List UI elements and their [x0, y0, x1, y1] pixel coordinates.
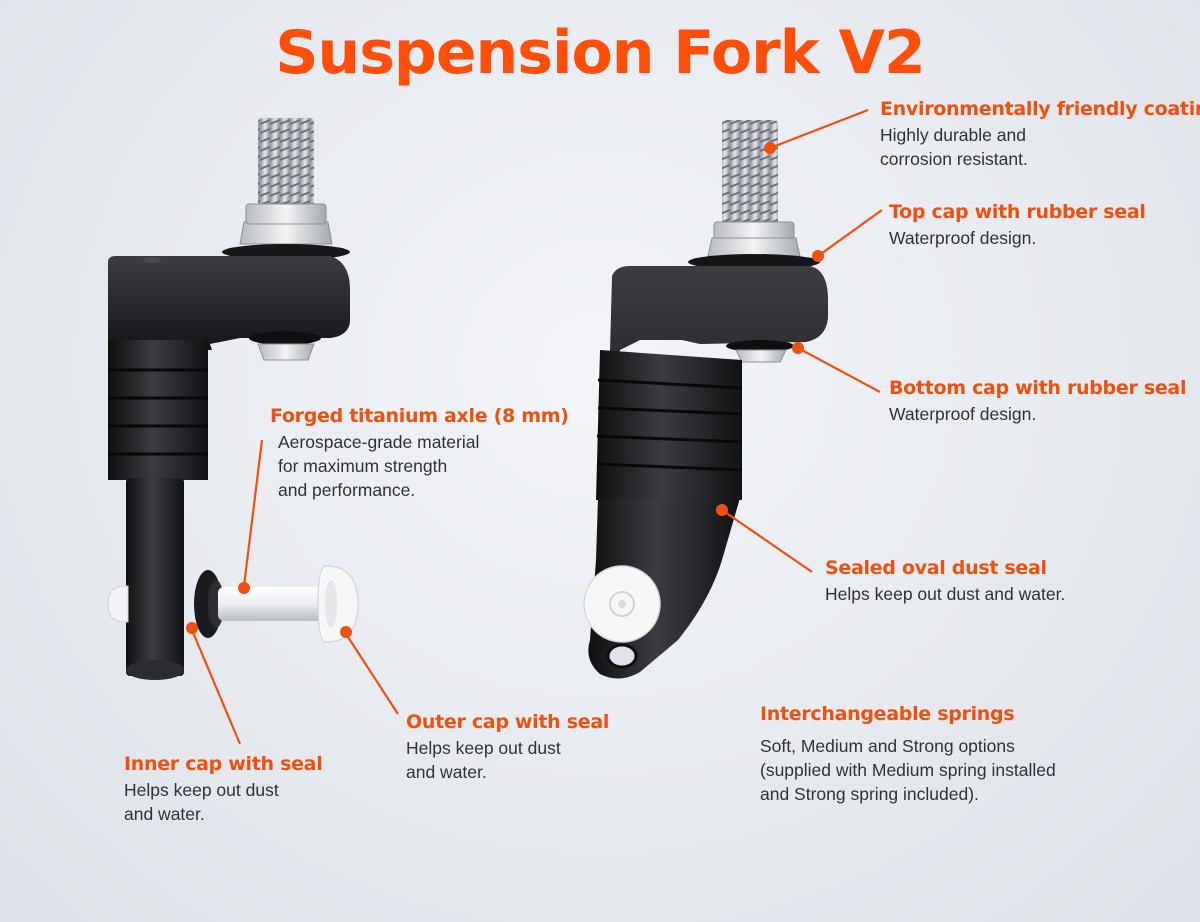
left-bottom-seal — [249, 331, 321, 345]
callout-inner-cap: Inner cap with seal Helps keep out dust … — [124, 752, 323, 826]
callout-title: Inner cap with seal — [124, 753, 323, 775]
callout-desc-line: and Strong spring included). — [760, 784, 979, 804]
callout-springs: Interchangeable springs Soft, Medium and… — [760, 702, 1056, 806]
callout-coating: Environmentally friendly coating Highly … — [880, 97, 1200, 171]
callout-desc-line: Waterproof design. — [889, 228, 1037, 248]
callout-desc-line: Helps keep out dust and water. — [825, 584, 1066, 604]
left-back-cap — [107, 585, 129, 623]
leader-inner-cap — [190, 629, 242, 745]
left-bottom-nut — [257, 343, 315, 361]
page-title: Suspension Fork V2 — [275, 18, 925, 88]
leader-dots — [186, 142, 824, 638]
callout-desc-line: corrosion resistant. — [880, 149, 1028, 169]
callout-desc-line: Highly durable and — [880, 125, 1026, 145]
leader-coating — [769, 108, 869, 150]
dot-inner-cap — [186, 622, 198, 634]
left-outer-cap — [317, 565, 359, 643]
left-spring-body — [108, 340, 208, 480]
right-bottom-seal — [726, 340, 794, 352]
callout-outer-cap: Outer cap with seal Helps keep out dust … — [406, 710, 609, 784]
callout-desc-line: and water. — [406, 762, 487, 782]
right-spring-body — [596, 350, 742, 500]
callout-desc-line: Helps keep out dust — [406, 738, 561, 758]
leader-top-cap — [817, 209, 883, 257]
left-bolt-thread — [258, 118, 314, 218]
callout-title: Top cap with rubber seal — [889, 201, 1146, 223]
callout-desc-line: and performance. — [278, 480, 416, 500]
dot-top-cap — [812, 250, 824, 262]
right-fork — [583, 120, 828, 679]
right-bolt-thread — [722, 120, 778, 232]
callout-title: Interchangeable springs — [760, 703, 1015, 725]
callout-top-cap: Top cap with rubber seal Waterproof desi… — [889, 200, 1146, 250]
callout-bottom-cap: Bottom cap with rubber seal Waterproof d… — [889, 376, 1186, 426]
left-lower-leg — [126, 478, 184, 676]
right-bottom-nut — [735, 349, 787, 363]
callout-title: Environmentally friendly coating — [880, 98, 1200, 120]
callout-dust-seal: Sealed oval dust seal Helps keep out dus… — [825, 556, 1065, 606]
right-top-nut — [707, 237, 801, 257]
dot-bottom-cap — [792, 342, 804, 354]
left-top-arm — [108, 256, 350, 350]
callout-axle: Forged titanium axle (8 mm) Aerospace-gr… — [270, 404, 569, 502]
leader-lines — [190, 108, 883, 745]
callout-desc-line: Helps keep out dust — [124, 780, 279, 800]
left-top-nut — [239, 221, 333, 245]
callout-desc-line: (supplied with Medium spring installed — [760, 760, 1056, 780]
callout-title: Sealed oval dust seal — [825, 557, 1047, 579]
callout-desc-line: and water. — [124, 804, 205, 824]
callout-desc-line: Aerospace-grade material — [278, 432, 480, 452]
leader-outer-cap — [345, 633, 399, 715]
callout-title: Outer cap with seal — [406, 711, 610, 733]
left-fork — [107, 118, 359, 680]
dot-coating — [764, 142, 776, 154]
callout-desc-line: Soft, Medium and Strong options — [760, 736, 1015, 756]
callout-title: Bottom cap with rubber seal — [889, 377, 1187, 399]
left-axle — [218, 587, 334, 621]
dot-outer-cap — [340, 626, 352, 638]
right-top-arm — [606, 266, 828, 500]
dot-axle — [238, 582, 250, 594]
leader-bottom-cap — [797, 347, 881, 393]
dot-dust-seal — [716, 504, 728, 516]
leader-axle — [242, 439, 264, 587]
callout-desc-line: for maximum strength — [278, 456, 448, 476]
callout-desc-line: Waterproof design. — [889, 404, 1037, 424]
leader-dust-seal — [721, 509, 813, 573]
callout-title: Forged titanium axle (8 mm) — [270, 405, 569, 427]
